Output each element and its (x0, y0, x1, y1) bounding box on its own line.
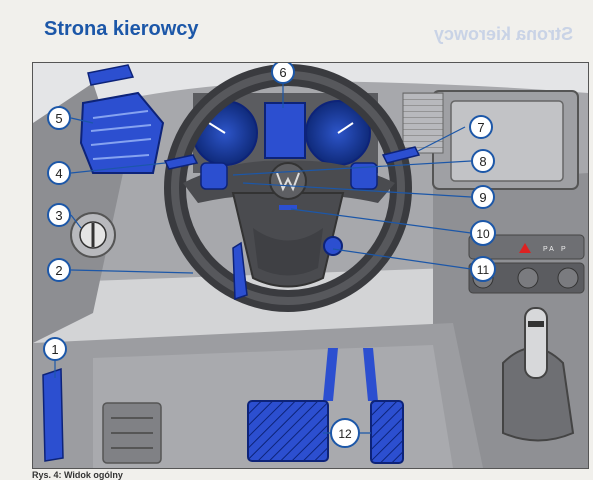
callout-8-label: 8 (479, 154, 486, 169)
button-p-label: P (561, 246, 566, 253)
callout-11-label: 11 (477, 263, 490, 277)
callout-3: 3 (47, 203, 71, 227)
cockpit-drawing: P A P (33, 63, 588, 468)
button-pa-label: P A (543, 246, 554, 253)
callout-6-label: 6 (279, 65, 286, 80)
hazard-icon (519, 243, 531, 253)
callout-1: 1 (43, 337, 67, 361)
callout-5-label: 5 (55, 111, 62, 126)
callout-10: 10 (470, 220, 496, 246)
callout-7: 7 (469, 115, 493, 139)
callout-9: 9 (471, 185, 495, 209)
show-through-text: Strona kierowcy (433, 24, 573, 44)
callout-9-label: 9 (479, 190, 486, 205)
callout-4: 4 (47, 161, 71, 185)
callout-5: 5 (47, 106, 71, 130)
callout-2: 2 (47, 258, 71, 282)
callout-2-label: 2 (55, 263, 62, 278)
cockpit-illustration: P A P (32, 62, 589, 469)
callout-1-label: 1 (51, 342, 58, 357)
figure-caption: Rys. 4: Widok ogólny (32, 470, 123, 480)
page-title: Strona kierowcy (44, 18, 199, 40)
callout-10-label: 10 (476, 227, 490, 241)
callout-11: 11 (470, 256, 496, 282)
callout-7-label: 7 (477, 120, 484, 135)
callout-4-label: 4 (55, 166, 62, 181)
callout-12-label: 12 (338, 427, 352, 441)
callout-6: 6 (271, 63, 295, 84)
callout-12: 12 (330, 418, 360, 448)
callout-3-label: 3 (55, 208, 62, 223)
callout-8: 8 (471, 149, 495, 173)
